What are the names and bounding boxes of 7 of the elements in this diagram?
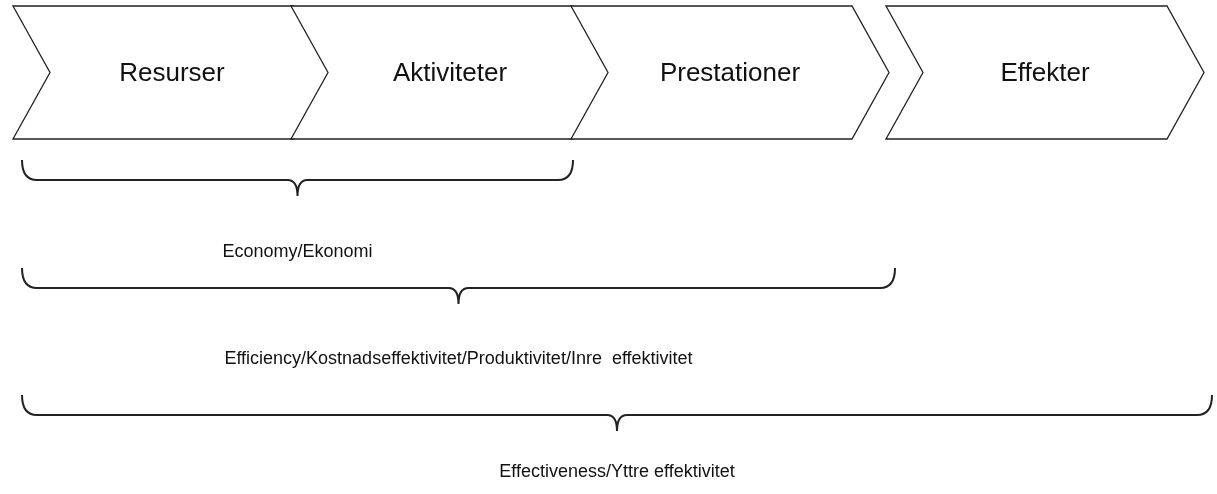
- step-label: Effekter: [1000, 57, 1090, 88]
- step-label: Resurser: [119, 57, 225, 88]
- step-label: Aktiviteter: [392, 57, 508, 88]
- step-label: Prestationer: [659, 57, 801, 88]
- brace-label: Economy/Ekonomi: [222, 241, 373, 262]
- brace-label: Efficiency/Kostnadseffektivitet/Produktivitet/Inre effektivitet: [224, 348, 693, 369]
- brace-label: Effectiveness/Yttre effektivitet: [499, 461, 735, 482]
